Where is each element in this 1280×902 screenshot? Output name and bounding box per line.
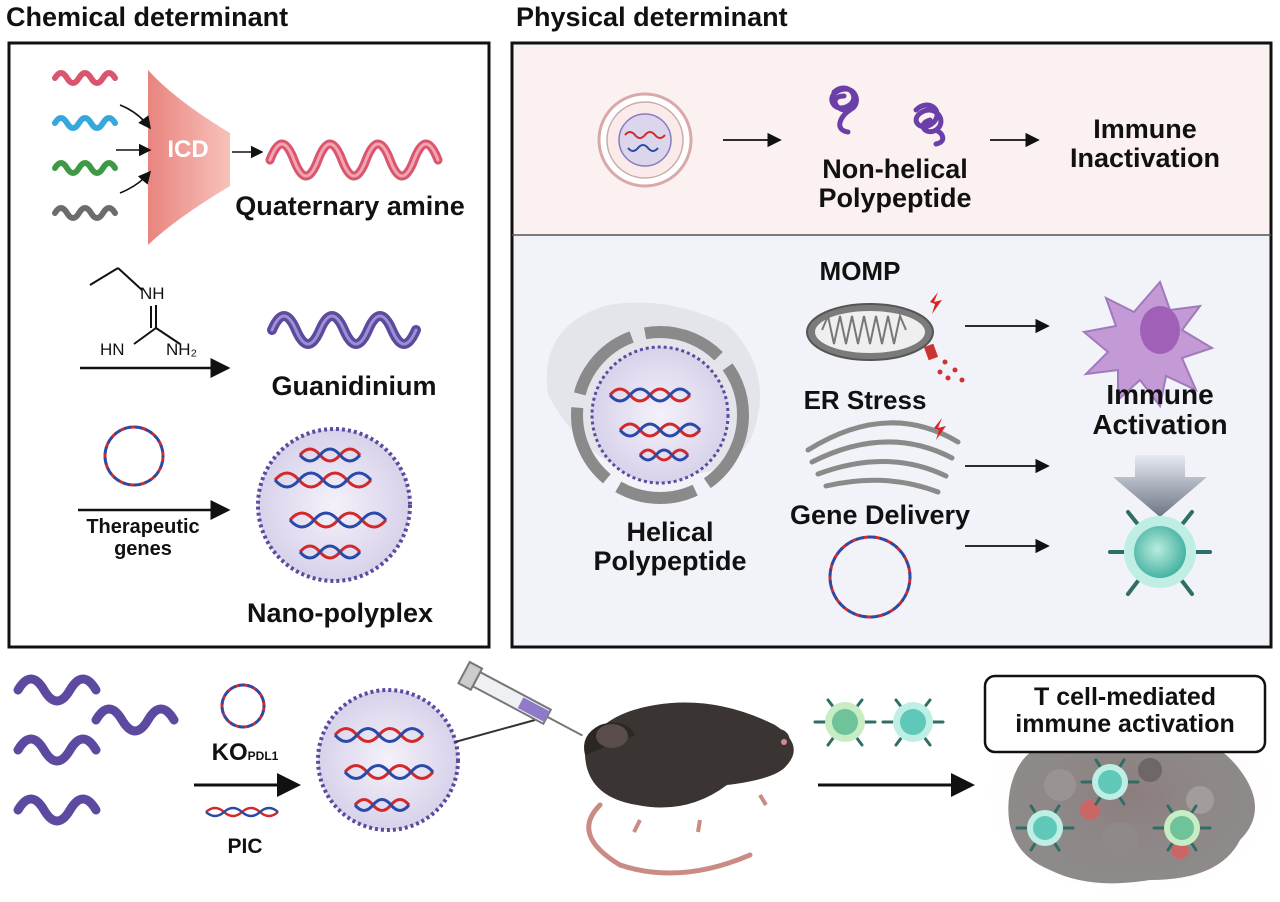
t-cell-green-icon	[813, 698, 877, 747]
chemical-header: Chemical determinant	[6, 2, 289, 32]
icd-label: ICD	[167, 136, 209, 163]
gray-helix	[52, 205, 118, 221]
momp-label: MOMP	[819, 256, 901, 286]
pink-helix	[52, 70, 118, 86]
therapeutic-genes-label: Therapeutic genes	[58, 516, 228, 560]
gene-delivery-plasmid	[828, 535, 912, 619]
helical-line2: Polypeptide	[593, 546, 747, 577]
dendritic-cell-icon	[1081, 280, 1215, 409]
guanidinium-structure	[89, 267, 181, 345]
pic-label: PIC	[227, 835, 263, 858]
down-arrow-icon	[1113, 455, 1207, 517]
tumor-t-cells	[1015, 758, 1212, 852]
therapeutic-plasmid	[103, 425, 165, 487]
helical-line1: Helical	[626, 517, 714, 547]
blue-helix	[52, 115, 118, 131]
immune-activation-label: Immune Activation	[1070, 379, 1250, 441]
nonhelical-line2: Polypeptide	[818, 183, 972, 214]
bottom-polyplex	[316, 688, 460, 832]
immune-inactivation-label: Immune Inactivation	[1045, 114, 1245, 174]
helical-polypeptide-particle	[571, 326, 749, 504]
therapeutic-line2: genes	[114, 537, 172, 560]
pic-strand	[205, 806, 279, 818]
tcell-activation-label: T cell-mediated immune activation	[988, 684, 1262, 738]
non-helical-label: Non-helical Polypeptide	[795, 154, 995, 214]
purple-helices	[13, 674, 179, 826]
er-stress-label: ER Stress	[803, 385, 927, 415]
ko-subscript: PDL1	[247, 749, 279, 763]
quaternary-amine-label: Quaternary amine	[235, 191, 465, 221]
hn-label: HN	[100, 340, 125, 359]
tcell-callout-box	[983, 674, 1267, 754]
activation-line2: Activation	[1092, 409, 1228, 441]
activation-line1: Immune	[1106, 379, 1214, 410]
ko-text: KO	[211, 739, 248, 766]
lightning-icon	[930, 292, 942, 314]
er-icon	[805, 418, 961, 495]
tcell-line1: T cell-mediated	[1034, 683, 1216, 711]
guanidinium-label: Guanidinium	[271, 371, 437, 401]
small-polyplex	[597, 92, 693, 188]
t-cell-teal-icon	[881, 698, 945, 747]
nonhelical-line1: Non-helical	[822, 154, 968, 184]
guanidinium-helix	[267, 311, 421, 349]
therapeutic-line1: Therapeutic	[86, 516, 200, 538]
inactivation-line1: Immune	[1093, 114, 1197, 144]
physical-header: Physical determinant	[516, 2, 788, 32]
ko-plasmid	[220, 683, 266, 729]
tcell-line2: immune activation	[1015, 710, 1235, 738]
mitochondrion-icon	[806, 292, 965, 383]
nh2-label: NH₂	[166, 340, 198, 359]
nonhelical-coils	[829, 85, 946, 147]
nh-label: NH	[140, 284, 165, 303]
nano-polyplex	[256, 427, 412, 583]
t-cell-icon	[1108, 510, 1212, 596]
gene-delivery-label: Gene Delivery	[789, 500, 971, 530]
nano-polyplex-label: Nano-polyplex	[246, 598, 434, 628]
icd-funnel	[148, 70, 230, 245]
syringe-icon	[457, 660, 583, 737]
ko-pdl1-label: KOPDL1	[200, 740, 290, 766]
green-helix	[52, 160, 118, 176]
inactivation-line2: Inactivation	[1069, 143, 1221, 174]
quaternary-helix	[265, 139, 443, 181]
mouse-icon	[584, 702, 794, 876]
helical-polypeptide-label: Helical Polypeptide	[580, 517, 760, 577]
